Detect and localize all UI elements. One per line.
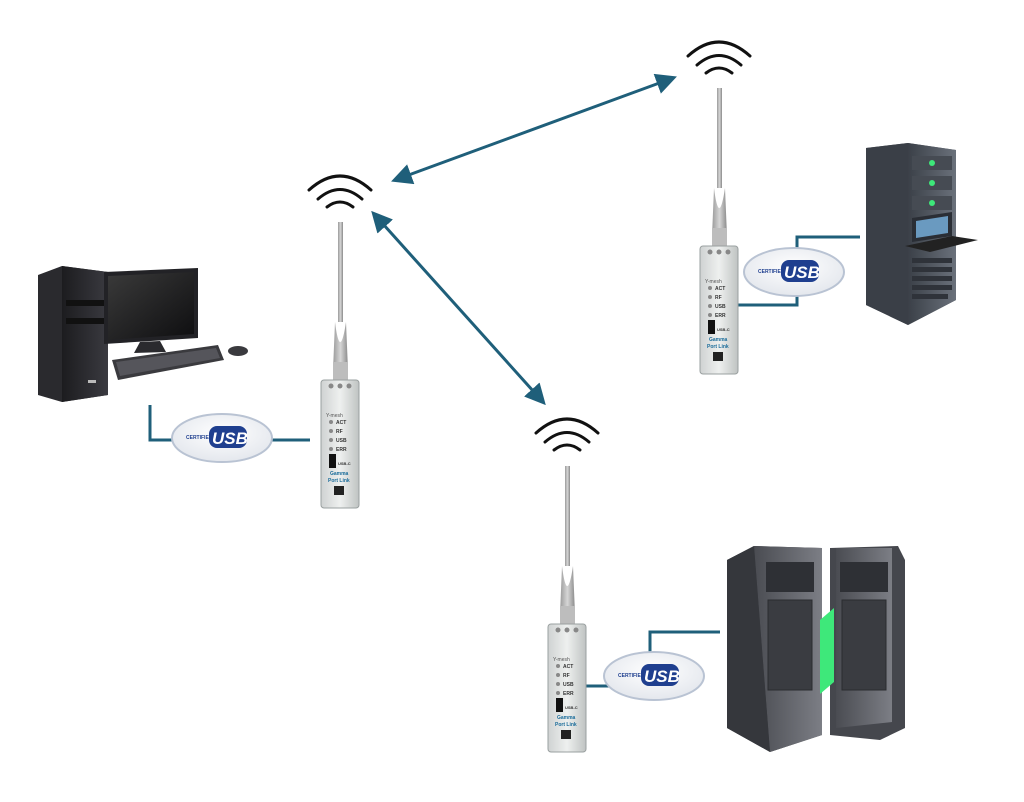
svg-text:ACT: ACT bbox=[563, 664, 573, 670]
tower-server-icon bbox=[727, 546, 905, 752]
signal-waves-icon bbox=[534, 417, 600, 452]
svg-text:USB-C: USB-C bbox=[338, 461, 351, 466]
svg-text:USB: USB bbox=[336, 438, 347, 444]
svg-text:RF: RF bbox=[563, 673, 570, 679]
svg-text:USB: USB bbox=[212, 429, 248, 448]
signal-waves-icon bbox=[686, 40, 752, 75]
svg-text:Gamma: Gamma bbox=[557, 715, 576, 721]
svg-text:CERTIFIED: CERTIFIED bbox=[186, 435, 213, 441]
svg-text:Y-mesh: Y-mesh bbox=[705, 279, 722, 285]
svg-text:ERR: ERR bbox=[336, 447, 347, 453]
usb-certified-badge: CERTIFIED USB bbox=[171, 413, 273, 463]
usb-certified-badge: CERTIFIED USB bbox=[743, 247, 845, 297]
wireless-links bbox=[371, 73, 677, 406]
radio-module-top-right: Y-mesh ACT RF USB ERR USB-C Gamma Port L… bbox=[699, 88, 739, 375]
svg-text:USB: USB bbox=[563, 682, 574, 688]
svg-text:CERTIFIED: CERTIFIED bbox=[618, 673, 645, 679]
svg-text:Port Link: Port Link bbox=[328, 478, 350, 484]
radio-module-left: Y-mesh ACT RF USB ERR USB-C Gamma Port L… bbox=[320, 222, 360, 509]
svg-text:Port Link: Port Link bbox=[555, 722, 577, 728]
signal-waves-icon bbox=[307, 174, 373, 209]
svg-text:ACT: ACT bbox=[715, 286, 725, 292]
radio-module-bottom: Y-mesh ACT RF USB ERR USB-C Gamma Port L… bbox=[547, 466, 587, 753]
rack-server-icon bbox=[866, 143, 978, 325]
svg-text:Port Link: Port Link bbox=[707, 344, 729, 350]
usb-certified-badge: CERTIFIED USB bbox=[603, 651, 705, 701]
desktop-pc-icon bbox=[38, 266, 248, 402]
svg-text:Y-mesh: Y-mesh bbox=[553, 657, 570, 663]
svg-text:Gamma: Gamma bbox=[330, 471, 349, 477]
svg-text:CERTIFIED: CERTIFIED bbox=[758, 269, 785, 275]
svg-text:RF: RF bbox=[715, 295, 722, 301]
link-arrow-diagonal bbox=[371, 210, 546, 406]
svg-text:USB-C: USB-C bbox=[717, 327, 730, 332]
svg-text:USB-C: USB-C bbox=[565, 705, 578, 710]
svg-text:ERR: ERR bbox=[715, 313, 726, 319]
svg-text:USB: USB bbox=[784, 263, 820, 282]
svg-text:RF: RF bbox=[336, 429, 343, 435]
svg-text:ACT: ACT bbox=[336, 420, 346, 426]
svg-text:Y-mesh: Y-mesh bbox=[326, 413, 343, 419]
svg-text:USB: USB bbox=[715, 304, 726, 310]
svg-text:USB: USB bbox=[644, 667, 680, 686]
svg-text:Gamma: Gamma bbox=[709, 337, 728, 343]
link-arrow-top bbox=[391, 73, 677, 185]
svg-text:ERR: ERR bbox=[563, 691, 574, 697]
